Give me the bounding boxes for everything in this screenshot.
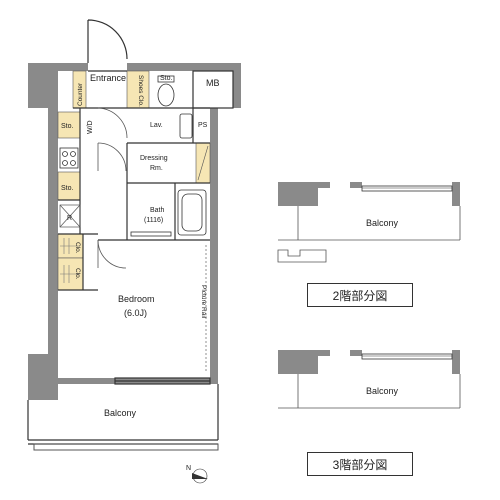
label-entrance: Entrance xyxy=(90,73,126,83)
label-closet-2: Clo. xyxy=(74,268,81,280)
label-shoes-closet: Shoes Clo. xyxy=(137,75,144,107)
label-wd: W/D xyxy=(87,120,94,134)
bathtub-icon xyxy=(130,189,207,237)
door-swings xyxy=(97,107,128,269)
partial-plan-2f xyxy=(277,182,461,263)
label-picture-rail: Picture Rail xyxy=(200,285,207,319)
title-3f-partial: 3階部分図 xyxy=(307,452,413,476)
refrigerator-icon xyxy=(59,204,81,228)
label-balcony-2f: Balcony xyxy=(366,218,399,228)
toilet-icon xyxy=(157,75,175,107)
dressing-shelf xyxy=(197,145,209,181)
compass-label: N xyxy=(186,465,191,472)
label-dressing-1: Dressing xyxy=(140,155,168,162)
label-balcony-3f: Balcony xyxy=(366,386,399,396)
stove-icon xyxy=(59,147,79,169)
partial-plan-3f xyxy=(278,350,461,409)
sink-icon xyxy=(179,113,193,139)
label-ps: PS xyxy=(198,122,208,129)
label-bedroom-2: (6.0J) xyxy=(124,308,147,318)
label-counter: Counter xyxy=(77,82,84,106)
label-mb: MB xyxy=(206,78,220,88)
closet-hangers xyxy=(60,238,80,283)
label-storage-top: Sto. xyxy=(160,75,173,82)
label-lavatory: Lav. xyxy=(150,122,163,129)
title-2f-partial: 2階部分図 xyxy=(307,283,413,307)
label-closet-1: Clo. xyxy=(74,242,81,254)
label-bath-1: Bath xyxy=(150,207,165,214)
label-bath-2: (1116) xyxy=(144,217,163,224)
label-bedroom-1: Bedroom xyxy=(118,294,155,304)
label-balcony-main: Balcony xyxy=(104,408,137,418)
label-refrigerator: R xyxy=(67,215,72,222)
label-storage-wd: Sto. xyxy=(61,123,74,130)
label-dressing-2: Rm. xyxy=(150,165,163,172)
balcony-edge xyxy=(33,443,219,451)
compass-icon xyxy=(192,468,208,484)
label-storage-kitchen: Sto. xyxy=(61,185,74,192)
